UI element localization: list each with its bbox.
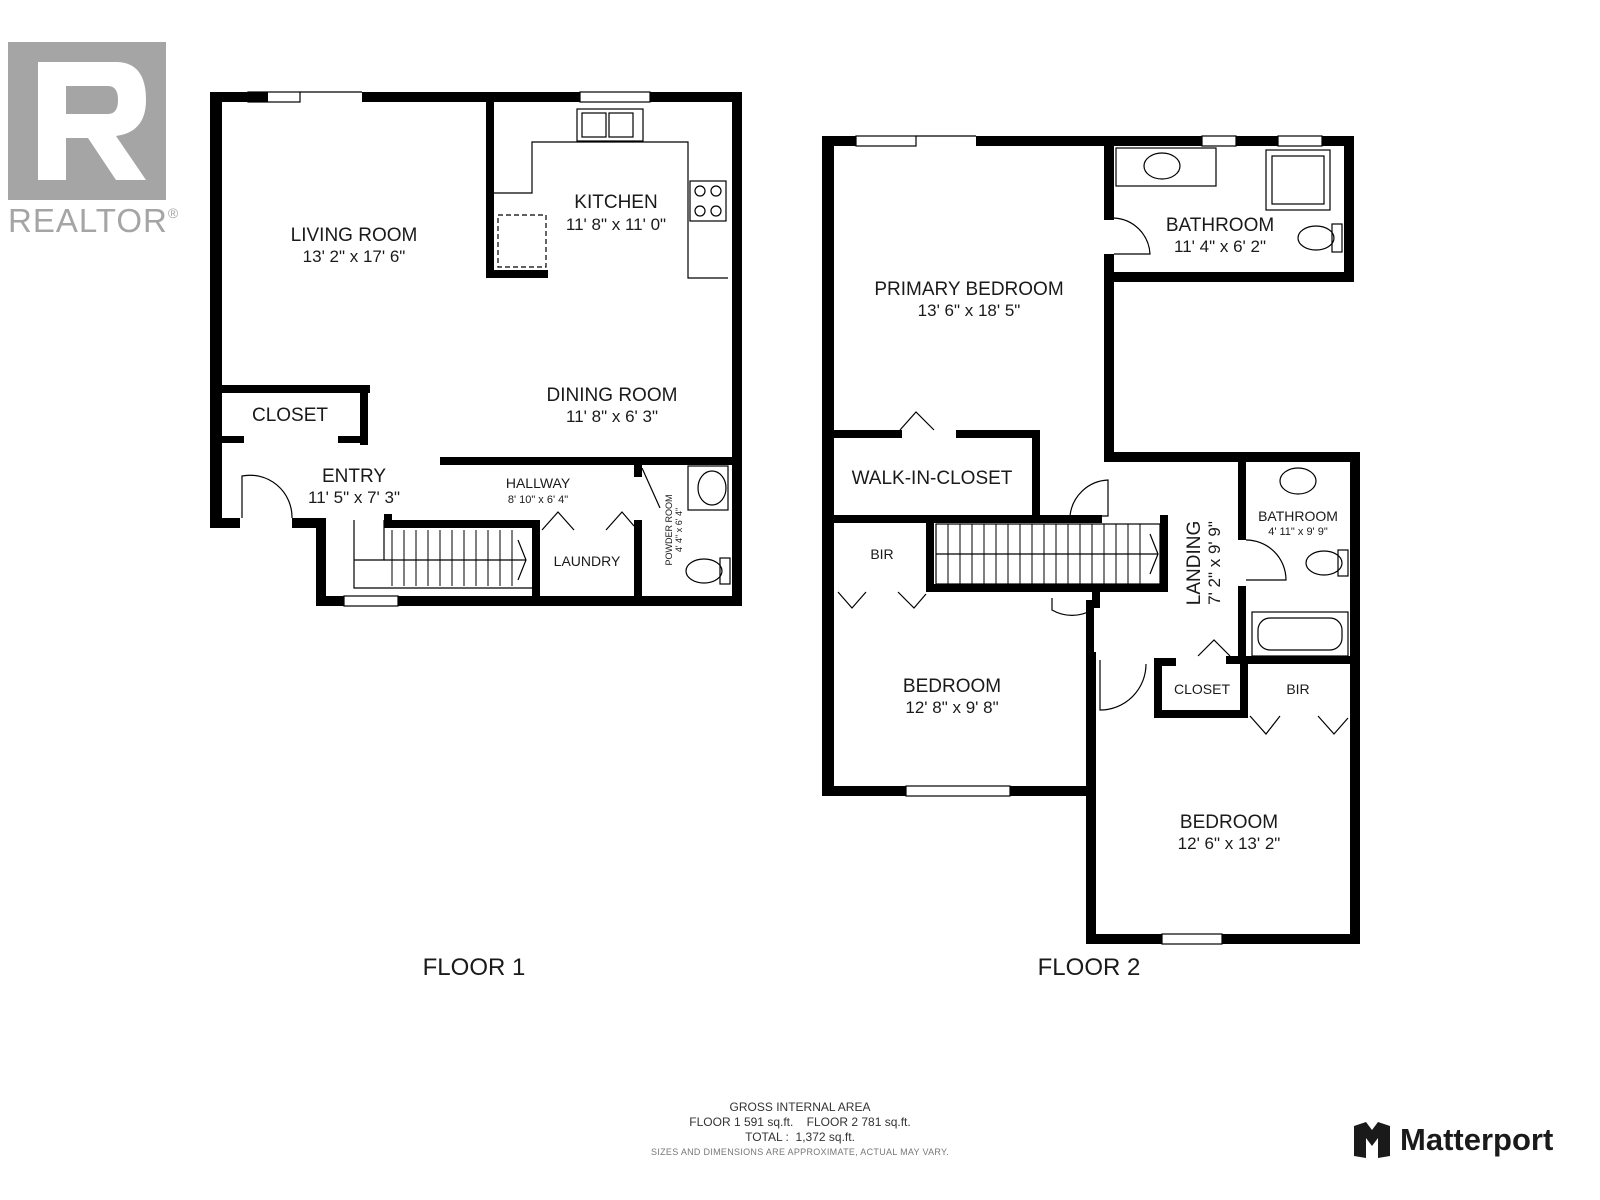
matterport-name: Matterport bbox=[1400, 1122, 1554, 1157]
bir-right-label: BIR bbox=[1286, 681, 1309, 697]
room-living-room: LIVING ROOM 13' 2" x 17' 6" bbox=[291, 225, 418, 266]
room-hallway: HALLWAY 8' 10" x 6' 4" bbox=[506, 475, 571, 506]
powder-room-dims: 4' 4" x 6' 4" bbox=[674, 508, 684, 552]
dining-room-dims: 11' 8" x 6' 3" bbox=[566, 407, 658, 426]
bedroom-left-dims: 12' 8" x 9' 8" bbox=[905, 698, 998, 717]
entry-dims: 11' 5" x 7' 3" bbox=[308, 488, 400, 507]
floor-1-plan bbox=[210, 91, 742, 607]
room-bathroom-main: BATHROOM 11' 4" x 6' 2" bbox=[1166, 215, 1274, 256]
primary-bedroom-label: PRIMARY BEDROOM bbox=[874, 279, 1063, 300]
bir-left-label: BIR bbox=[870, 546, 893, 562]
floor-2-plan bbox=[822, 135, 1360, 945]
bedroom-right-dims: 12' 6" x 13' 2" bbox=[1178, 834, 1281, 853]
powder-room-label: POWDER ROOM bbox=[664, 495, 674, 566]
floor-areas: FLOOR 1 591 sq.ft. FLOOR 2 781 sq.ft. bbox=[689, 1115, 911, 1129]
kitchen-dims: 11' 8" x 11' 0" bbox=[566, 215, 666, 234]
bedroom-left-label: BEDROOM bbox=[903, 676, 1001, 697]
hallway-label: HALLWAY bbox=[506, 475, 571, 491]
room-bedroom-right: BEDROOM 12' 6" x 13' 2" bbox=[1178, 812, 1281, 853]
closet-label: CLOSET bbox=[252, 405, 328, 426]
realtor-wordmark: REALTOR® bbox=[8, 202, 180, 239]
laundry-label: LAUNDRY bbox=[554, 553, 621, 569]
bathroom-small-dims: 4' 11" x 9' 9" bbox=[1268, 526, 1328, 538]
disclaimer: SIZES AND DIMENSIONS ARE APPROXIMATE, AC… bbox=[651, 1147, 949, 1157]
landing-dims: 7' 2" x 9' 9" bbox=[1205, 521, 1224, 605]
room-primary-bedroom: PRIMARY BEDROOM 13' 6" x 18' 5" bbox=[874, 279, 1063, 320]
living-room-label: LIVING ROOM bbox=[291, 225, 418, 246]
landing-label: LANDING bbox=[1184, 521, 1205, 605]
entry-label: ENTRY bbox=[322, 466, 386, 487]
room-entry: ENTRY 11' 5" x 7' 3" bbox=[308, 466, 400, 507]
living-room-dims: 13' 2" x 17' 6" bbox=[303, 247, 406, 266]
realtor-r-icon bbox=[38, 62, 146, 180]
closet-2-label: CLOSET bbox=[1174, 681, 1230, 697]
room-bathroom-small: BATHROOM 4' 11" x 9' 9" bbox=[1258, 508, 1338, 538]
matterport-logo-icon bbox=[1354, 1122, 1390, 1158]
gross-area-heading: GROSS INTERNAL AREA bbox=[729, 1100, 871, 1114]
bathroom-main-label: BATHROOM bbox=[1166, 215, 1274, 236]
dining-room-label: DINING ROOM bbox=[547, 385, 678, 406]
total-area: TOTAL : 1,372 sq.ft. bbox=[745, 1130, 855, 1144]
kitchen-label: KITCHEN bbox=[574, 192, 657, 213]
matterport-brand: Matterport bbox=[1352, 1120, 1553, 1160]
realtor-logo bbox=[8, 42, 166, 200]
floor-1-title: FLOOR 1 bbox=[423, 954, 526, 981]
bathroom-small-label: BATHROOM bbox=[1258, 508, 1338, 524]
bedroom-right-label: BEDROOM bbox=[1180, 812, 1278, 833]
room-bedroom-left: BEDROOM 12' 8" x 9' 8" bbox=[903, 676, 1001, 717]
room-dining-room: DINING ROOM 11' 8" x 6' 3" bbox=[547, 385, 678, 426]
floor-2-title: FLOOR 2 bbox=[1038, 954, 1141, 981]
primary-bedroom-dims: 13' 6" x 18' 5" bbox=[918, 301, 1021, 320]
room-powder-room: POWDER ROOM 4' 4" x 6' 4" bbox=[664, 495, 684, 566]
room-landing: LANDING 7' 2" x 9' 9" bbox=[1184, 521, 1224, 605]
room-kitchen: KITCHEN 11' 8" x 11' 0" bbox=[566, 192, 666, 234]
hallway-dims: 8' 10" x 6' 4" bbox=[508, 494, 568, 506]
bathroom-main-dims: 11' 4" x 6' 2" bbox=[1174, 237, 1266, 256]
walk-in-closet-label: WALK-IN-CLOSET bbox=[852, 468, 1013, 489]
